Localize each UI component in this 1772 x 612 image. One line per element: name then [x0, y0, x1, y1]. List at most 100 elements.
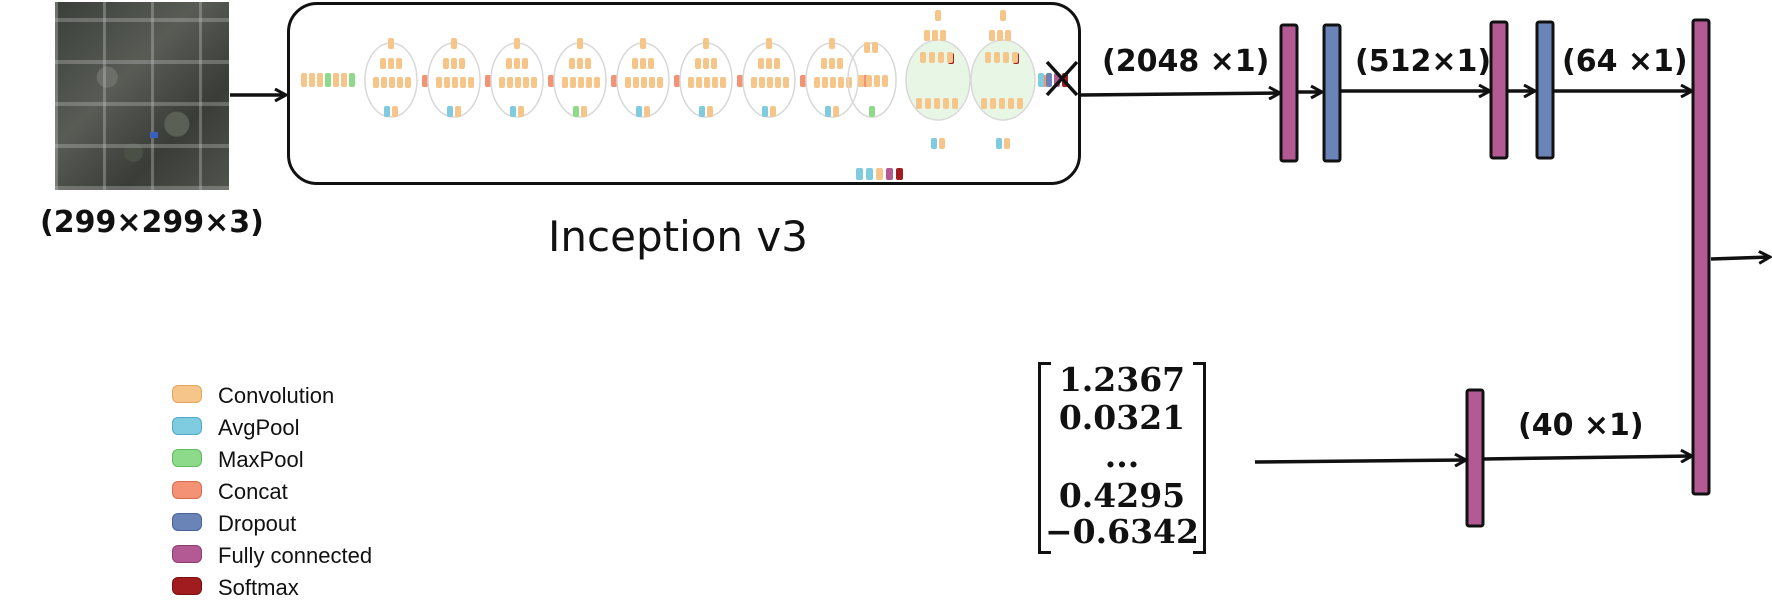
- large-conv-136: [934, 98, 940, 109]
- legend-item-concat: Concat: [172, 479, 432, 504]
- legend-label-maxpool: MaxPool: [218, 447, 304, 472]
- block-conv-12: [373, 77, 379, 88]
- block-conv-36: [514, 58, 520, 69]
- legend-label-avgpool: AvgPool: [218, 415, 300, 440]
- reduction-conv-114: [874, 75, 880, 87]
- legend-item-maxpool: MaxPool: [172, 447, 432, 472]
- block-conv-80: [712, 77, 718, 88]
- block-conv-102: [837, 58, 843, 69]
- block-conv-40: [515, 77, 521, 88]
- block-conv-55: [594, 77, 600, 88]
- block-conv-49: [577, 58, 583, 69]
- aux-layer-123: [896, 168, 903, 180]
- legend-swatch-convolution: [172, 385, 202, 403]
- large-conv-125: [935, 10, 941, 21]
- dropout-layer-2: [1535, 20, 1555, 160]
- fc-layer-2: [1489, 20, 1509, 160]
- matrix-bracket-right: [1193, 362, 1206, 554]
- legend-label-dropout: Dropout: [218, 511, 297, 536]
- block-conv-22: [443, 58, 449, 69]
- block-conv-81: [720, 77, 726, 88]
- block-conv-53: [578, 77, 584, 88]
- block-conv-50: [585, 58, 591, 69]
- matrix-bracket-left: [1038, 362, 1051, 554]
- stem-layer-0: [301, 73, 307, 87]
- large-conv-153: [990, 98, 996, 109]
- block-conv-10: [388, 58, 394, 69]
- block-conv-60: [640, 38, 646, 49]
- large-conv-151: [1012, 52, 1018, 63]
- block-conv-23: [451, 58, 457, 69]
- block-conv-61: [632, 58, 638, 69]
- block-conv-87: [758, 58, 764, 69]
- large-conv-126: [924, 30, 930, 41]
- block-conv-67: [649, 77, 655, 88]
- block-pool-108: [825, 106, 831, 117]
- arrow-inception-to-fc1: [1080, 93, 1280, 95]
- reduction-conv-113: [866, 75, 872, 87]
- stem-layer-5: [341, 73, 347, 87]
- aux-layer-121: [876, 168, 883, 180]
- block-concat-58: [611, 75, 617, 87]
- stem-layer-3: [325, 73, 331, 87]
- block-conv-73: [703, 38, 709, 49]
- block-conv-100: [821, 58, 827, 69]
- fc-layer-3: [1465, 388, 1485, 528]
- block-conv-104: [822, 77, 828, 88]
- block-conv-96: [770, 106, 776, 117]
- block-conv-27: [452, 77, 458, 88]
- block-conv-34: [514, 38, 520, 49]
- legend-swatch-concat: [172, 481, 202, 499]
- block-conv-78: [696, 77, 702, 88]
- large-conv-131: [929, 52, 935, 63]
- block-pool-82: [699, 106, 705, 117]
- large-conv-149: [994, 52, 1000, 63]
- block-conv-11: [396, 58, 402, 69]
- block-conv-51: [562, 77, 568, 88]
- large-conv-134: [916, 98, 922, 109]
- block-conv-57: [581, 106, 587, 117]
- block-conv-93: [775, 77, 781, 88]
- fc-layer-1: [1279, 23, 1299, 163]
- aux-layer-120: [866, 168, 873, 180]
- reduction-conv-115: [882, 75, 888, 87]
- block-conv-29: [468, 77, 474, 88]
- block-pool-30: [447, 106, 453, 117]
- block-conv-75: [703, 58, 709, 69]
- legend-item-convolution: Convolution: [172, 383, 432, 408]
- stem-layer-6: [349, 73, 355, 87]
- block-conv-38: [499, 77, 505, 88]
- vector-ellipsis: ...: [1104, 436, 1140, 475]
- vector-value-4: 0.4295: [1058, 476, 1186, 515]
- legend-label-convolution: Convolution: [218, 383, 335, 408]
- arrow-fc3-to-concat-fc: [1483, 456, 1692, 459]
- dim-label-64: (64 ×1): [1562, 44, 1688, 79]
- legend-label-softmax: Softmax: [218, 575, 299, 600]
- block-conv-44: [518, 106, 524, 117]
- block-conv-16: [405, 77, 411, 88]
- inception-internals: [301, 10, 1068, 180]
- block-conv-31: [455, 106, 461, 117]
- block-conv-62: [640, 58, 646, 69]
- block-concat-71: [674, 75, 680, 87]
- large-pool-139: [931, 138, 937, 149]
- stem-layer-4: [333, 73, 339, 87]
- large-conv-127: [932, 30, 938, 41]
- stem-layer-1: [309, 73, 315, 87]
- large-conv-145: [997, 30, 1003, 41]
- block-conv-103: [814, 77, 820, 88]
- vector-value-2: 0.0321: [1058, 398, 1186, 437]
- large-conv-140: [939, 138, 945, 149]
- block-concat-32: [485, 75, 491, 87]
- large-conv-154: [999, 98, 1005, 109]
- block-concat-84: [737, 75, 743, 87]
- block-conv-18: [392, 106, 398, 117]
- large-conv-137: [943, 98, 949, 109]
- block-conv-52: [570, 77, 576, 88]
- block-conv-88: [766, 58, 772, 69]
- large-conv-156: [1017, 98, 1023, 109]
- aux-layer-122: [886, 168, 893, 180]
- large-conv-143: [1000, 10, 1006, 21]
